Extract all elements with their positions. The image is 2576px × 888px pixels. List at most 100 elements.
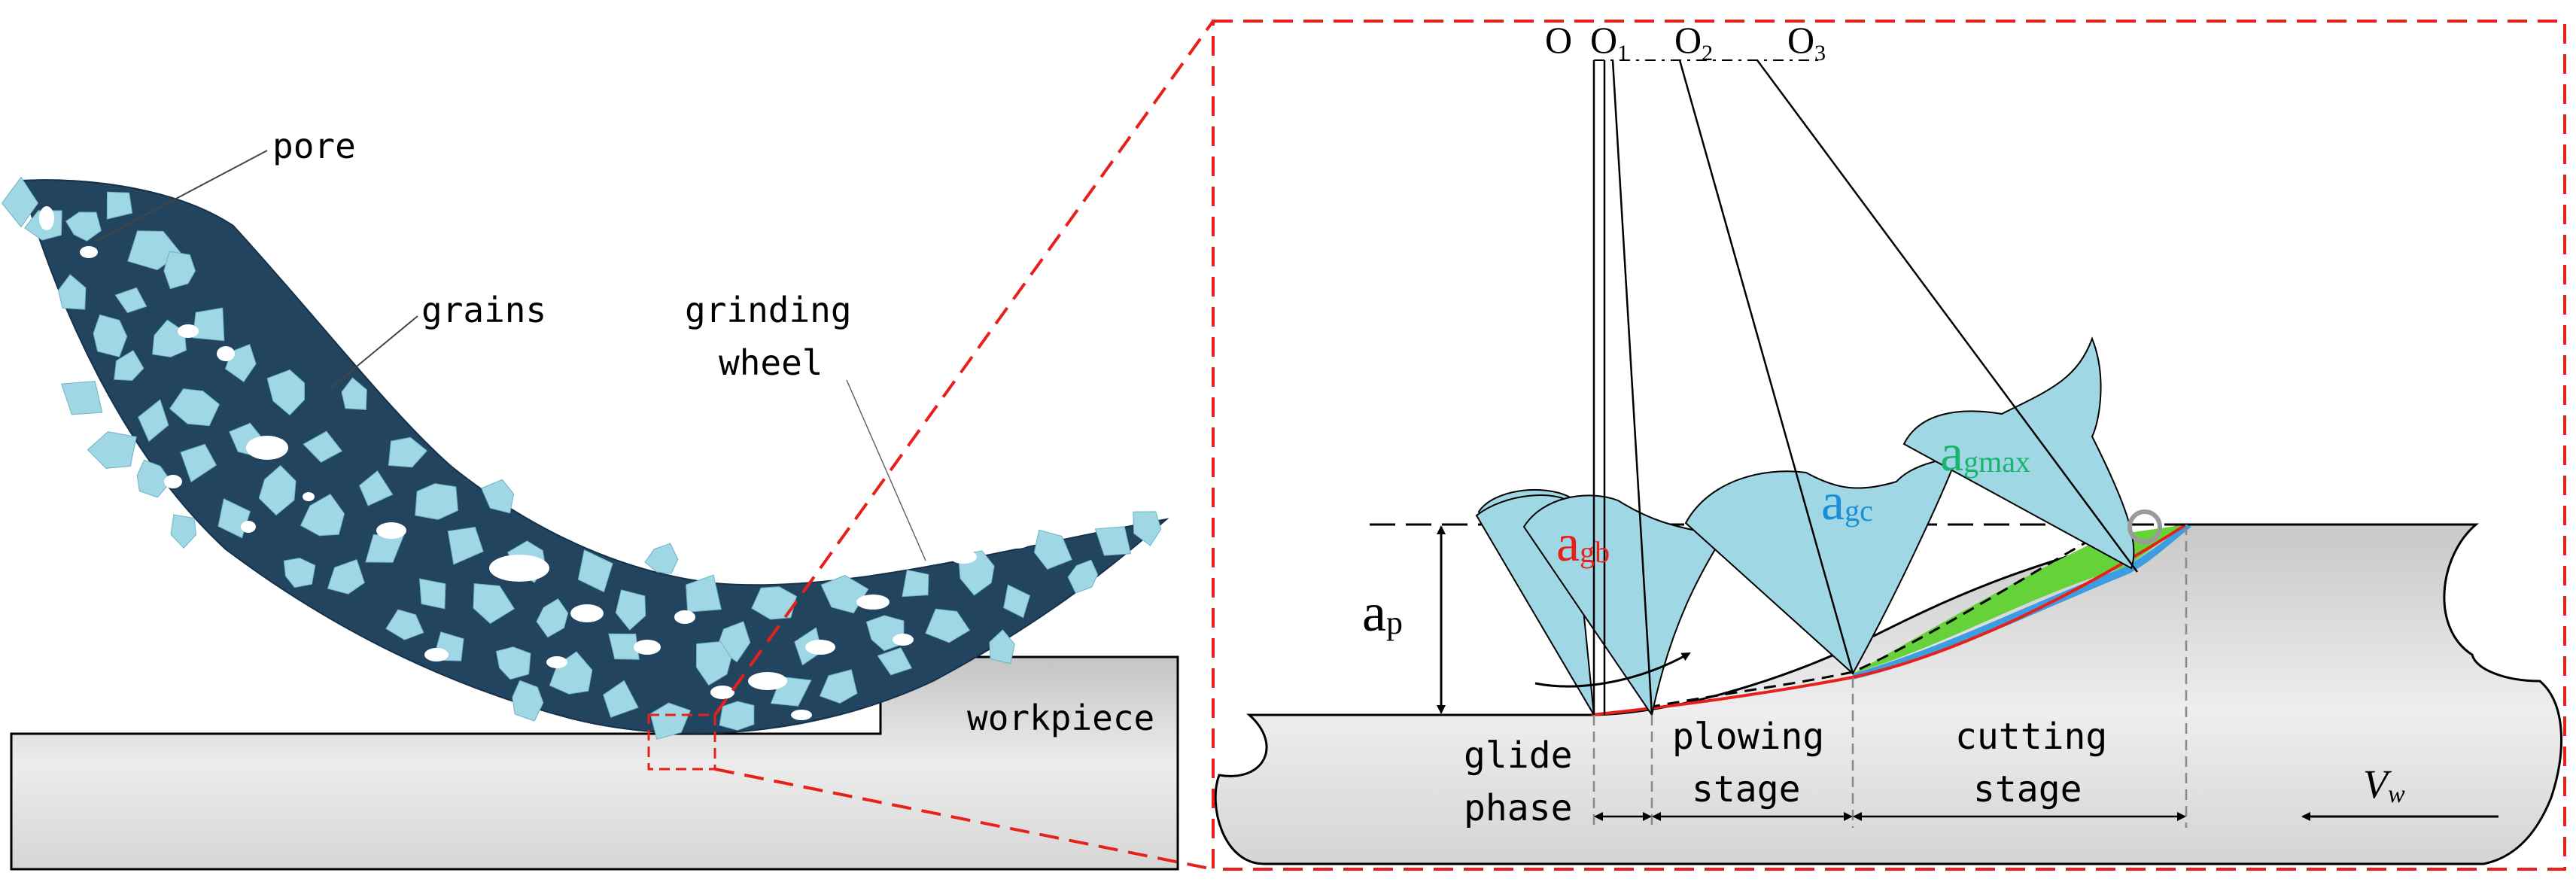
pore bbox=[1001, 535, 1031, 549]
pore bbox=[674, 610, 695, 624]
center-o2-label: O2 bbox=[1674, 19, 1713, 65]
abrasive-grain bbox=[93, 314, 128, 357]
pore bbox=[710, 686, 734, 699]
abrasive-grain bbox=[577, 549, 613, 593]
abrasive-grain bbox=[1, 176, 39, 228]
pore bbox=[856, 595, 890, 610]
pore bbox=[950, 550, 977, 564]
abrasive-grain bbox=[1033, 529, 1072, 570]
center-o3-label: O3 bbox=[1787, 19, 1826, 65]
abrasive-grain bbox=[686, 574, 722, 613]
left-panel: pore grains grinding wheel workpiece bbox=[1, 126, 1179, 871]
abrasive-grain bbox=[180, 443, 217, 483]
abrasive-grain bbox=[1094, 526, 1132, 556]
wheel-label-line2: wheel bbox=[719, 342, 823, 383]
pore-label: pore bbox=[272, 126, 356, 166]
pore bbox=[217, 346, 235, 361]
grain-cutting bbox=[1684, 456, 1958, 675]
grains-label: grains bbox=[421, 290, 546, 330]
cutting-label-line2: stage bbox=[1973, 768, 2082, 810]
center-o-label: O bbox=[1545, 19, 1572, 61]
center-o1-label: O1 bbox=[1590, 19, 1629, 65]
abrasive-grain bbox=[57, 274, 87, 310]
abrasive-grain bbox=[481, 479, 515, 514]
pore bbox=[791, 710, 812, 720]
a-gmax-label: agmax bbox=[1940, 424, 2030, 482]
pore bbox=[246, 436, 288, 460]
pore bbox=[178, 324, 199, 338]
abrasive-grain bbox=[300, 494, 345, 537]
abrasive-grain bbox=[495, 646, 531, 680]
abrasive-grain bbox=[751, 586, 797, 620]
abrasive-grain bbox=[1003, 584, 1031, 619]
a-gc-label: agc bbox=[1821, 473, 1873, 531]
pore bbox=[489, 555, 549, 582]
abrasive-grain bbox=[989, 629, 1015, 664]
abrasive-grain bbox=[644, 543, 679, 574]
wheel-label-line1: grinding bbox=[685, 290, 852, 330]
abrasive-grain bbox=[719, 701, 755, 731]
ray-o2 bbox=[1678, 59, 1854, 674]
workpiece-label: workpiece bbox=[967, 698, 1154, 738]
abrasive-grain bbox=[87, 431, 137, 469]
abrasive-grain bbox=[163, 251, 196, 290]
wheel-leader bbox=[846, 379, 926, 561]
pore bbox=[634, 640, 661, 655]
abrasive-grain bbox=[925, 608, 971, 643]
abrasive-grain bbox=[358, 470, 394, 506]
pore bbox=[80, 246, 98, 258]
contact-point-marker bbox=[2127, 509, 2162, 544]
pore-layer bbox=[39, 206, 1082, 720]
abrasive-grain bbox=[61, 381, 103, 415]
cutting-label-line1: cutting bbox=[1955, 716, 2107, 758]
abrasive-grain bbox=[695, 640, 732, 686]
abrasive-grain bbox=[418, 578, 446, 610]
abrasive-grain bbox=[388, 436, 428, 468]
chip-green-region bbox=[1853, 525, 2186, 674]
zoom-connector-top bbox=[713, 20, 1215, 716]
pore bbox=[546, 656, 567, 668]
chip-blue-band bbox=[1853, 525, 2191, 680]
pore bbox=[1055, 521, 1082, 533]
ray-o3 bbox=[1756, 59, 2139, 573]
groove-profile-red bbox=[1591, 523, 2188, 716]
grains-leader bbox=[330, 315, 418, 388]
pore bbox=[164, 475, 182, 488]
pore bbox=[39, 206, 54, 230]
abrasive-grain bbox=[303, 430, 343, 463]
groove-profile-dashed bbox=[1647, 529, 2108, 709]
abrasive-grain bbox=[114, 350, 144, 382]
abrasive-grain bbox=[341, 377, 367, 410]
abrasive-grain bbox=[512, 680, 544, 722]
right-panel: O O1 O2 O3 ap agb agc agmax glide phase … bbox=[1214, 19, 2563, 865]
grain-layer bbox=[1, 176, 1162, 740]
abrasive-grain bbox=[365, 534, 405, 563]
abrasive-grain bbox=[447, 526, 484, 565]
zoom-source-box bbox=[647, 713, 716, 771]
abrasive-grain bbox=[902, 569, 929, 598]
abrasive-grain bbox=[266, 369, 305, 416]
rotation-arrow bbox=[1534, 652, 1691, 688]
abrasive-grain bbox=[473, 582, 515, 625]
pore-leader bbox=[96, 150, 268, 242]
velocity-label: Vw bbox=[2363, 762, 2405, 808]
pore bbox=[570, 604, 604, 622]
abrasive-grain bbox=[327, 558, 365, 595]
abrasive-grain bbox=[415, 483, 459, 520]
abrasive-grain bbox=[114, 287, 148, 314]
pore bbox=[748, 672, 787, 690]
abrasive-grain bbox=[169, 388, 220, 427]
abrasive-grain bbox=[385, 609, 424, 640]
abrasive-grain bbox=[170, 514, 197, 549]
abrasive-grain bbox=[106, 191, 133, 220]
abrasive-grain bbox=[65, 211, 102, 242]
abrasive-grain bbox=[283, 558, 316, 588]
abrasive-grain bbox=[138, 399, 169, 442]
glide-label-line1: glide bbox=[1464, 734, 1573, 777]
pore bbox=[893, 634, 914, 646]
plowing-label-line1: plowing bbox=[1672, 716, 1824, 758]
abrasive-grain bbox=[192, 307, 225, 342]
plowing-label-line2: stage bbox=[1692, 768, 1801, 810]
pore bbox=[805, 640, 835, 655]
